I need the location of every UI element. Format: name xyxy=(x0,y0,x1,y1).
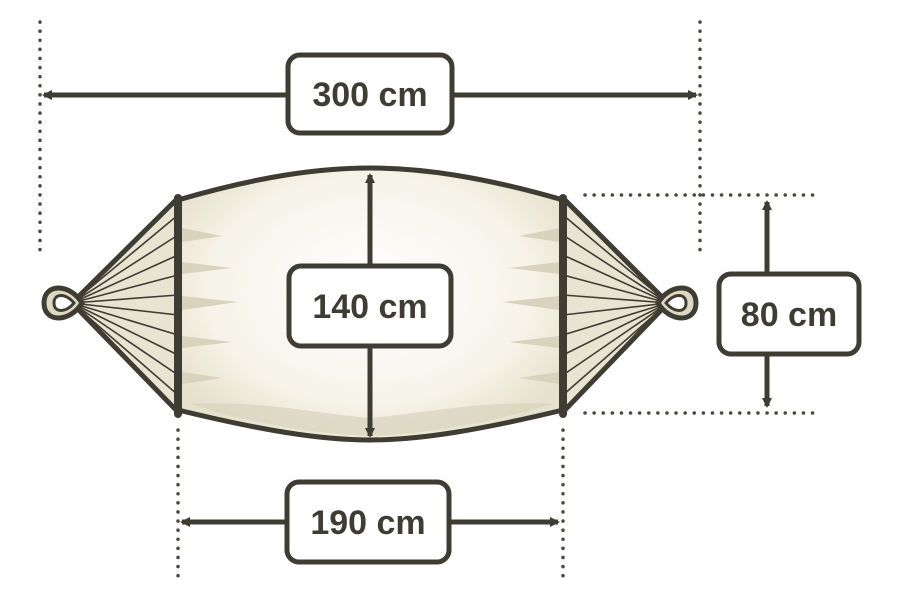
bed-width-text: 140 cm xyxy=(312,288,427,326)
spreader-width-label: 80 cm xyxy=(716,271,862,357)
bed-length-label: 190 cm xyxy=(284,479,452,565)
bed-length-text: 190 cm xyxy=(310,504,425,542)
right-hanging-loop xyxy=(655,285,699,321)
hammock-illustration xyxy=(41,165,699,443)
guide-lines xyxy=(38,20,822,580)
total-length-text: 300 cm xyxy=(312,76,427,114)
right-cord-lines xyxy=(562,214,669,396)
left-hanging-loop xyxy=(41,285,85,321)
left-cord-lines xyxy=(71,214,179,396)
bed-width-label: 140 cm xyxy=(286,263,454,349)
spreader-width-text: 80 cm xyxy=(741,296,837,334)
total-length-label: 300 cm xyxy=(285,52,455,136)
